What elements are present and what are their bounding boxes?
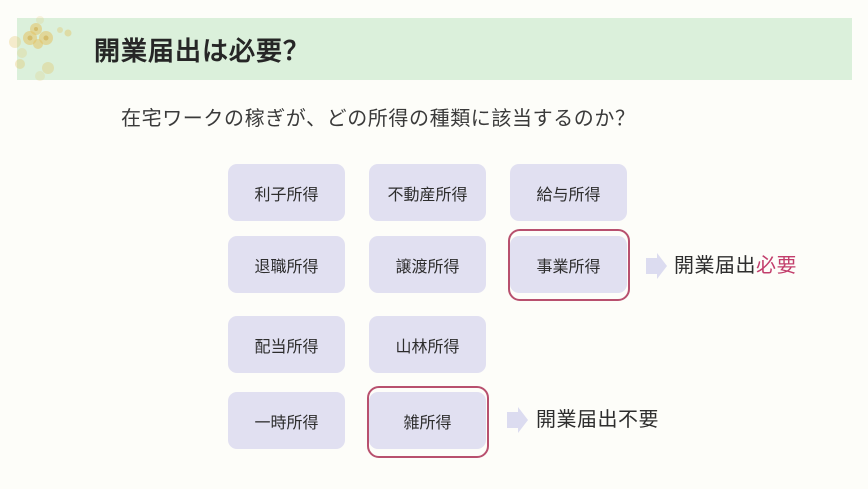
- misc-income-highlight: [367, 386, 489, 458]
- income-type-business: 事業所得: [510, 236, 627, 293]
- question-text: 在宅ワークの稼ぎが、どの所得の種類に該当するのか？: [121, 106, 636, 130]
- misc-result-text: 開業届出不要: [536, 407, 659, 431]
- business-result-emphasis: 必要: [756, 253, 797, 277]
- gold-floral-decoration-icon: [9, 16, 72, 81]
- income-type-miscellaneous: 雑所得: [369, 392, 486, 449]
- arrow-right-icon: [646, 253, 667, 279]
- income-type-interest: 利子所得: [228, 164, 345, 221]
- page-title: 開業届出は必要？: [94, 37, 311, 67]
- income-type-forestry: 山林所得: [369, 316, 486, 373]
- income-type-occasional: 一時所得: [228, 392, 345, 449]
- income-type-salary: 給与所得: [510, 164, 627, 221]
- income-type-real-estate: 不動産所得: [369, 164, 486, 221]
- arrow-right-icon: [507, 407, 528, 433]
- business-result-text: 開業届出必要: [674, 250, 797, 280]
- income-type-dividend: 配当所得: [228, 316, 345, 373]
- business-income-highlight: [508, 229, 630, 301]
- income-type-capital-gains: 譲渡所得: [369, 236, 486, 293]
- income-type-retirement: 退職所得: [228, 236, 345, 293]
- header-band: [17, 18, 852, 80]
- business-result-prefix: 開業届出: [674, 253, 756, 277]
